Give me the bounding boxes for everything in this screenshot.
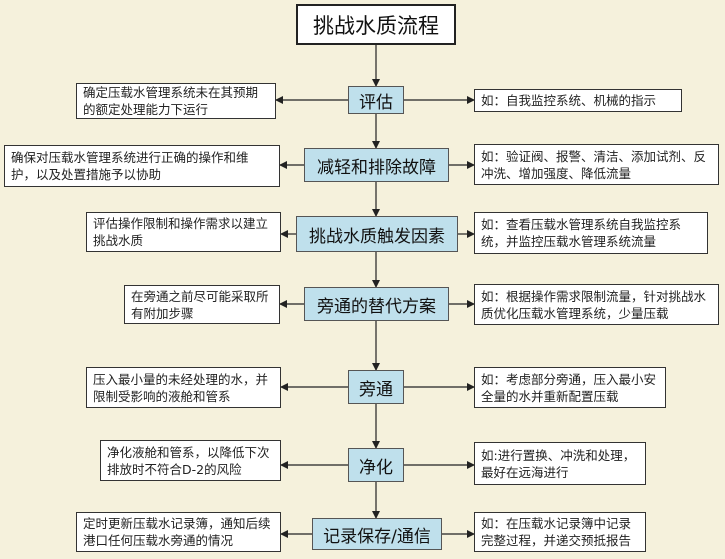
step-6-right-note: 如:进行置换、冲洗和处理，最好在远海进行	[474, 442, 646, 485]
step-7-box: 记录保存/通信	[312, 518, 442, 550]
step-6-left-note: 净化液舱和管系，以降低下次排放时不符合D-2的风险	[100, 440, 281, 481]
step-7-left-note: 定时更新压载水记录簿，通知后续港口任何压载水旁通的情况	[76, 512, 281, 552]
step-4-left-note: 在旁通之前尽可能采取所有附加步骤	[124, 285, 280, 324]
step-1-right-note: 如：自我监控系统、机械的指示	[474, 89, 682, 112]
step-4-right-note: 如：根据操作需求限制流量，针对挑战水质优化压载水管理系统，少量压载	[474, 284, 719, 325]
step-5-box: 旁通	[348, 370, 404, 404]
step-3-box: 挑战水质触发因素	[296, 216, 458, 252]
diagram-title: 挑战水质流程	[296, 4, 456, 45]
step-7-right-note: 如：在压载水记录簿中记录完整过程，并递交预抵报告	[474, 512, 646, 552]
step-3-left-note: 评估操作限制和操作需求以建立挑战水质	[86, 212, 281, 252]
step-6-box: 净化	[348, 448, 404, 482]
step-1-left-note: 确定压载水管理系统未在其预期的额定处理能力下运行	[76, 83, 276, 119]
step-5-right-note: 如：考虑部分旁通，压入最小安全量的水并重新配置压载	[474, 367, 666, 408]
step-2-left-note: 确保对压载水管理系统进行正确的操作和维护，以及处置措施予以协助	[4, 145, 280, 187]
step-2-right-note: 如：验证阀、报警、清洁、添加试剂、反冲洗、增加强度、降低流量	[474, 144, 719, 185]
step-3-right-note: 如：查看压载水管理系统自我监控系统，并监控压载水管理系统流量	[474, 212, 708, 254]
step-2-box: 减轻和排除故障	[304, 148, 449, 182]
step-5-left-note: 压入最小量的未经处理的水，并限制受影响的液舱和管系	[86, 367, 281, 408]
step-1-box: 评估	[348, 86, 404, 114]
step-4-box: 旁通的替代方案	[304, 287, 449, 321]
